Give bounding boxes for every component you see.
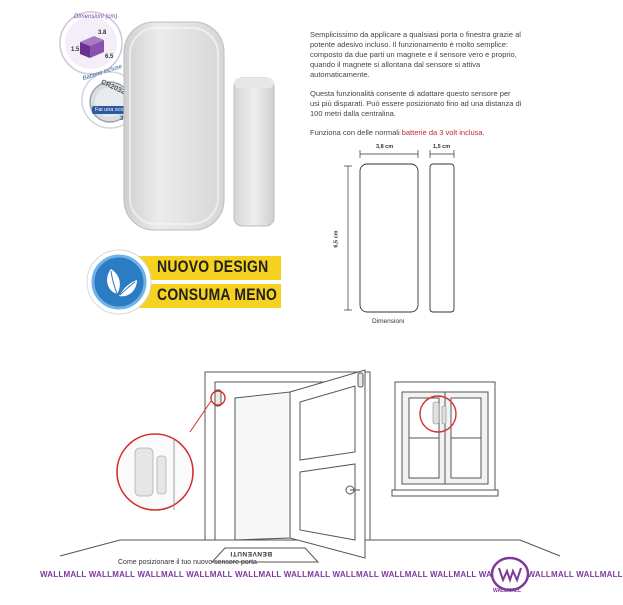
dimensions-badge-title: Dimensioni (cm) (74, 14, 118, 20)
dimension-length: 6.5 (105, 54, 114, 60)
spare-note: Fai una scorta! (92, 106, 135, 114)
dimensions-badge: Dimensioni (cm) 3.8 1.5 6.5 (58, 10, 124, 76)
depth-label: 1,5 cm (433, 144, 451, 150)
height-label: 6,5 cm (333, 230, 340, 248)
banner-line-1: NUOVO DESIGN (157, 257, 269, 276)
wallmall-logo: WALLMALL (488, 556, 532, 596)
description-paragraph-2: Questa funzionalità consente di adattare… (310, 89, 522, 118)
dimension-height: 1.5 (71, 47, 80, 53)
battery-highlight: batterie da 3 volt inclusa. (401, 128, 485, 137)
dimensions-drawing: 3,8 cm 1,5 cm 6,5 cm (334, 138, 478, 328)
dimensions-caption: Dimensioni (372, 318, 405, 325)
welcome-mat-text: BENVENUTI (230, 550, 273, 557)
leaf-icon (97, 260, 141, 304)
installation-illustration: BENVENUTI (0, 340, 600, 600)
product-description: Semplicissimo da applicare a qualsiasi p… (310, 30, 522, 147)
description-paragraph-3: Funziona con delle normali batterie da 3… (310, 128, 522, 138)
dimension-width: 3.8 (98, 30, 107, 36)
brand-strip: WALLMALL WALLMALL WALLMALL WALLMALL WALL… (40, 570, 623, 579)
width-label: 3,8 cm (376, 144, 394, 150)
installation-caption: Come posizionare il tuo nuovo sensore po… (118, 559, 257, 566)
banner-line-2: CONSUMA MENO (157, 285, 278, 304)
logo-text: WALLMALL (493, 588, 522, 594)
battery-text: Funziona con delle normali (310, 128, 402, 137)
sensor-product-image (118, 20, 293, 235)
new-design-banner: NUOVO DESIGN CONSUMA MENO (85, 247, 285, 317)
description-paragraph-1: Semplicissimo da applicare a qualsiasi p… (310, 30, 521, 79)
